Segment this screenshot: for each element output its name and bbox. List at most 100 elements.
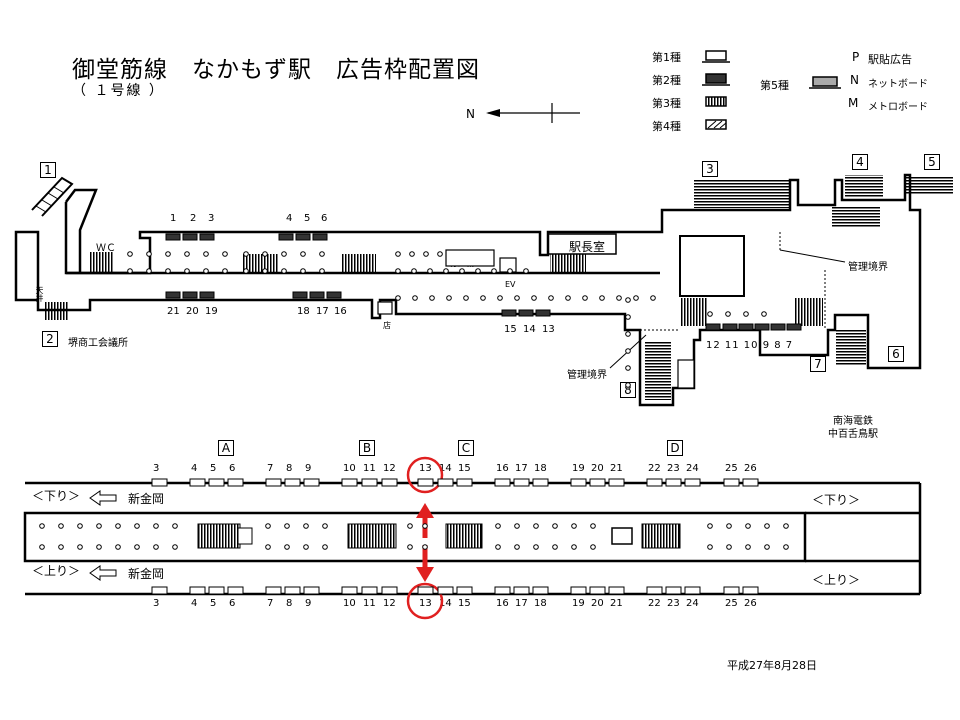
upper-num-3: 3 <box>208 213 215 224</box>
exit-6-label: 6 <box>888 346 904 362</box>
platform-number-bottom: 19 <box>572 598 585 609</box>
legend-p-text: 駅貼広告 <box>868 53 912 66</box>
pillar <box>395 268 401 274</box>
destination-down: 新金岡 <box>128 492 165 506</box>
platform-number-top: 18 <box>534 463 547 474</box>
up-label-right: ＜上り＞ <box>812 573 861 587</box>
legend-type-2: 第2種 <box>652 74 681 87</box>
platform-number-top: 6 <box>229 463 236 474</box>
side-text: 天井 <box>35 286 44 302</box>
pillar <box>165 251 171 257</box>
pillar <box>96 544 102 550</box>
platform-number-bottom: 9 <box>305 598 312 609</box>
platform-board-top <box>417 478 434 487</box>
platform-number-top: 14 <box>439 463 452 474</box>
ticket-machine-box <box>445 249 495 267</box>
pillar <box>625 365 631 371</box>
platform-stairs-1 <box>197 523 241 549</box>
stairs-exit5 <box>905 177 953 195</box>
pillar <box>783 523 789 529</box>
pillar <box>115 544 121 550</box>
pillar <box>650 295 656 301</box>
pillar <box>745 544 751 550</box>
platform-number-top: 4 <box>191 463 198 474</box>
pillar <box>463 295 469 301</box>
legend-type5-symbol <box>812 76 838 87</box>
pillar <box>514 523 520 529</box>
pillar <box>127 251 133 257</box>
upper-board <box>770 323 786 331</box>
pillar <box>552 544 558 550</box>
platform-board-top <box>341 478 358 487</box>
platform-number-bottom: 25 <box>725 598 738 609</box>
pillar <box>303 523 309 529</box>
platform-board-top <box>303 478 320 487</box>
pillar <box>625 348 631 354</box>
platform-stairs-3 <box>445 523 483 549</box>
north-label: N <box>466 107 475 121</box>
pillar <box>243 268 249 274</box>
pillar <box>58 544 64 550</box>
platform-number-top: 26 <box>744 463 757 474</box>
pillar <box>127 268 133 274</box>
platform-number-top: 25 <box>725 463 738 474</box>
platform-map <box>23 456 922 620</box>
pillar <box>590 523 596 529</box>
pillar <box>707 544 713 550</box>
nankai-line-1: 南海電鉄 <box>833 416 873 427</box>
pillar <box>548 295 554 301</box>
platform-number-top: 24 <box>686 463 699 474</box>
platform-board-top <box>684 478 701 487</box>
platform-board-top <box>189 478 206 487</box>
nankai-label: 南海電鉄 中百舌鳥駅 <box>828 415 878 441</box>
platform-number-bottom: 5 <box>210 598 217 609</box>
platform-board-bottom <box>265 586 282 595</box>
station-office-label: 駅長室 <box>569 240 606 254</box>
pillar <box>409 251 415 257</box>
legend-symbols <box>702 50 841 130</box>
platform-number-bottom: 11 <box>363 598 376 609</box>
stairs-exit8 <box>645 342 671 400</box>
legend-m-text: メトロボード <box>868 102 928 113</box>
destination-up: 新金岡 <box>128 567 165 581</box>
platform-stairs-2 <box>347 523 397 549</box>
down-label-right: ＜下り＞ <box>812 493 861 507</box>
platform-number-top: 9 <box>305 463 312 474</box>
upper-board <box>165 233 181 241</box>
pillar <box>243 251 249 257</box>
platform-board-bottom <box>742 586 759 595</box>
platform-board-bottom <box>417 586 434 595</box>
platform-number-bottom: 17 <box>515 598 528 609</box>
platform-board-top <box>208 478 225 487</box>
upper-num-13: 13 <box>542 324 555 335</box>
platform-board-bottom <box>151 586 168 595</box>
pillar <box>446 295 452 301</box>
platform-number-top: 20 <box>591 463 604 474</box>
upper-num-1: 1 <box>170 213 177 224</box>
stairs-exit1 <box>31 176 74 217</box>
boundary-label-2: 管理境界 <box>567 370 607 381</box>
pillar <box>743 311 749 317</box>
highlight-circle-bottom <box>406 582 444 620</box>
exit-7-label: 7 <box>810 356 826 372</box>
platform-number-bottom: 26 <box>744 598 757 609</box>
concourse-ad-boards <box>165 233 802 331</box>
platform-number-bottom: 6 <box>229 598 236 609</box>
upper-board <box>786 323 802 331</box>
upper-num-5: 5 <box>304 213 311 224</box>
pillar <box>707 311 713 317</box>
pillar <box>599 295 605 301</box>
platform-number-bottom: 23 <box>667 598 680 609</box>
pillar <box>115 523 121 529</box>
platform-number-bottom: 7 <box>267 598 274 609</box>
pillar <box>443 268 449 274</box>
pillar <box>423 251 429 257</box>
platform-board-bottom <box>665 586 682 595</box>
platform-number-top: 15 <box>458 463 471 474</box>
pillar <box>633 295 639 301</box>
pillar <box>726 523 732 529</box>
legend-p-letter: P <box>852 50 860 64</box>
pillar <box>507 268 513 274</box>
pillar <box>77 544 83 550</box>
island-platform <box>23 511 807 563</box>
